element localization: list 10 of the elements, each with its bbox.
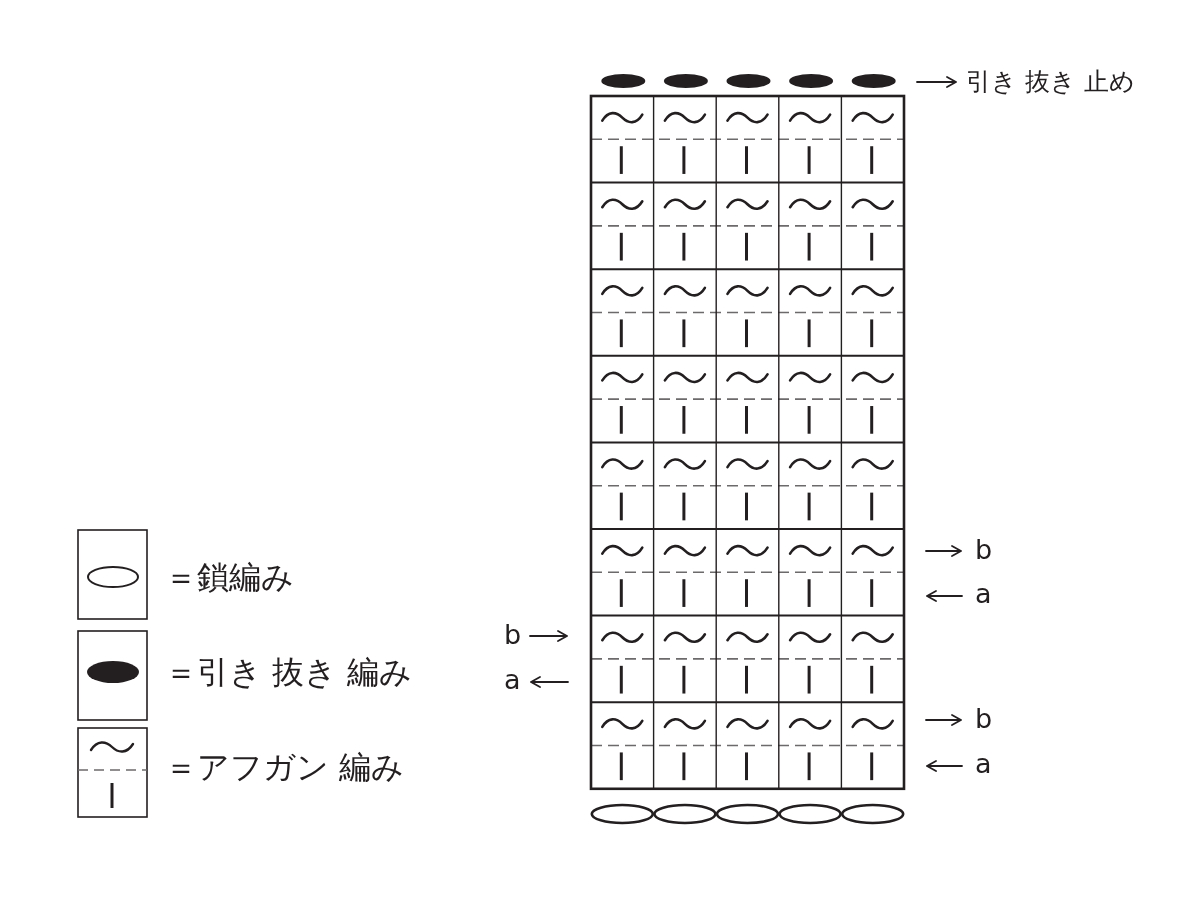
chart-note: 引き 抜き 止め	[966, 67, 1135, 97]
row-label: a	[975, 577, 992, 611]
row-label: a	[975, 747, 992, 781]
row-label: b	[975, 533, 993, 567]
legend-label: ＝引き 抜き 編み	[165, 652, 413, 692]
row-label: b	[504, 618, 522, 652]
row-label: a	[504, 663, 521, 697]
legend-label: ＝アフガン 編み	[165, 747, 405, 787]
legend-label: ＝鎖編み	[165, 557, 294, 597]
row-label: b	[975, 702, 993, 736]
